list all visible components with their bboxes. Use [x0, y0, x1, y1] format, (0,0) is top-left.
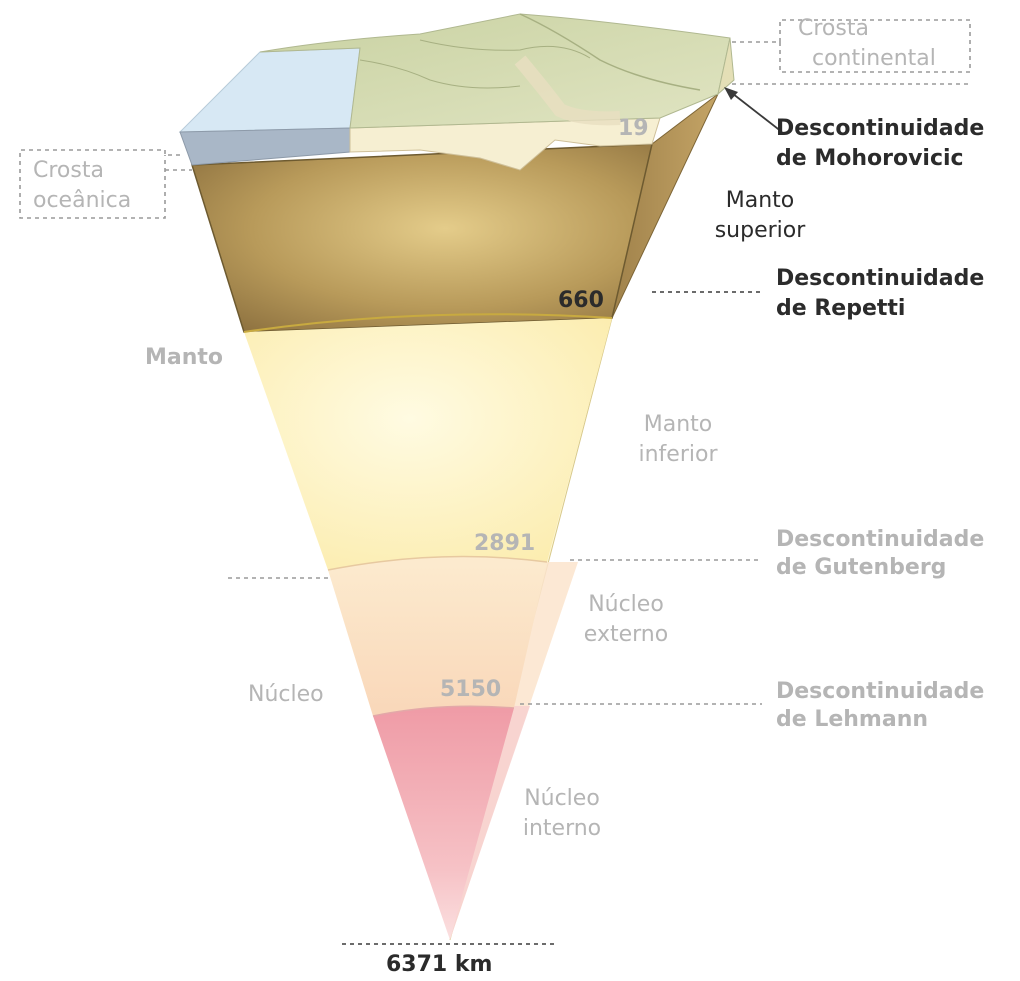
inner-core-label: Núcleo interno: [512, 784, 612, 844]
mantle-label: Manto: [145, 345, 224, 370]
repetti-line1: Descontinuidade: [776, 266, 985, 291]
inner-core-layer: [373, 706, 514, 940]
oceanic-crust-line1: Crosta: [33, 158, 104, 183]
lower-mantle-line1: Manto: [643, 412, 713, 437]
moho-line2: de Mohorovicic: [776, 146, 964, 171]
upper-mantle-label: Manto superior: [700, 186, 820, 246]
continental-crust-bracket: [732, 19, 971, 73]
oceanic-crust-line2: oceânica: [33, 188, 132, 213]
outer-core-line2: externo: [583, 622, 669, 647]
inner-core-line2: interno: [522, 816, 602, 841]
gutenberg-label: Descontinuidade de Gutenberg: [776, 526, 984, 582]
moho-depth: 19: [618, 116, 649, 141]
center-depth: 6371 km: [386, 952, 493, 977]
upper-mantle-line1: Manto: [725, 188, 795, 213]
continental-crust-front: [349, 117, 661, 171]
continental-crust-label: Crosta continental: [798, 14, 936, 74]
moho-arrow: [724, 87, 783, 133]
lower-mantle-layer: [244, 318, 612, 570]
core-label: Núcleo: [248, 682, 324, 707]
continental-land-surface: [259, 13, 731, 129]
moho-line1: Descontinuidade: [776, 116, 985, 141]
repetti-label: Descontinuidade de Repetti: [776, 264, 984, 324]
ocean-surface: [178, 47, 361, 133]
lehmann-line1: Descontinuidade: [776, 679, 985, 704]
lower-mantle-line2: inferior: [638, 442, 718, 467]
front-face: [190, 143, 653, 940]
repetti-depth: 660: [558, 288, 604, 313]
gutenberg-line2: de Gutenberg: [776, 555, 947, 580]
repetti-line2: de Repetti: [776, 296, 906, 321]
upper-mantle-line2: superior: [714, 218, 806, 243]
oceanic-crust-bracket: [19, 149, 180, 219]
moho-label: Descontinuidade de Mohorovicic: [776, 114, 984, 174]
leader-lines: [19, 19, 971, 945]
outer-core-label: Núcleo externo: [576, 590, 676, 650]
crust-block: [178, 13, 735, 171]
lehmann-label: Descontinuidade de Lehmann: [776, 678, 984, 734]
lehmann-depth: 5150: [440, 677, 502, 702]
gutenberg-line1: Descontinuidade: [776, 527, 985, 552]
outer-core-layer: [328, 556, 547, 716]
inner-core-line1: Núcleo: [524, 786, 600, 811]
continental-crust-line1: Crosta: [798, 16, 869, 41]
lehmann-line2: de Lehmann: [776, 707, 929, 732]
outer-core-line1: Núcleo: [588, 592, 664, 617]
gutenberg-depth: 2891: [474, 531, 536, 556]
oceanic-crust-label: Crosta oceânica: [33, 156, 131, 216]
lower-mantle-label: Manto inferior: [628, 410, 728, 470]
continental-crust-line2: continental: [812, 46, 936, 71]
